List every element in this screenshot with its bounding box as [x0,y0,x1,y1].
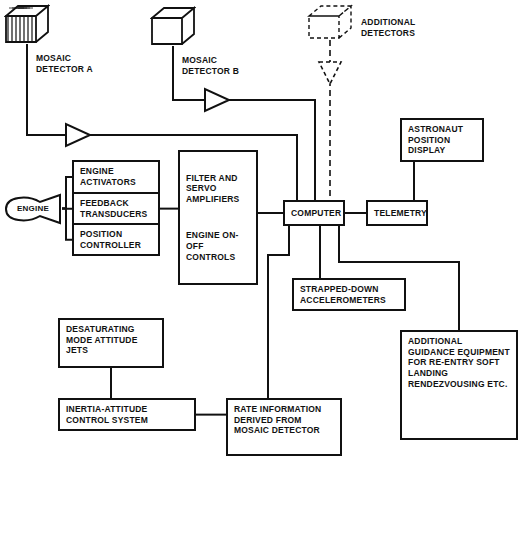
process-box: POSITION CONTROLLER [72,223,160,256]
amplifier-triangle [205,89,229,111]
signal-line [268,226,289,398]
mosaic-hatch [15,17,16,41]
detector-label: ADDITIONAL DETECTORS [359,16,453,39]
box-label: TELEMETRY [374,208,420,219]
signal-line [345,212,366,214]
detector-icon: ADDITIONAL DETECTORS [307,4,353,40]
detector-cube [6,6,48,42]
signal-line [62,177,72,209]
signal-line [110,368,112,398]
process-box: RATE INFORMATION DERIVED FROM MOSAIC DET… [226,398,342,456]
box-label: ASTRONAUT POSITION DISPLAY [408,124,476,156]
box-label: ENGINE [17,204,49,214]
signal-line [413,162,415,200]
process-box: STRAPPED-DOWN ACCELEROMETERS [292,278,406,311]
box-label: POSITION CONTROLLER [80,229,152,250]
engine-shape [6,195,60,223]
box-label: INERTIA-ATTITUDE CONTROL SYSTEM [66,404,188,425]
detector-icon: MOSAIC DETECTOR B [150,6,196,46]
signal-line [319,226,321,278]
signal-line [258,212,283,214]
signal-line [196,414,226,416]
detector-outline [150,6,196,46]
process-box: FEEDBACK TRANSDUCERS [72,192,160,225]
box-label: ENGINE ON-OFF CONTROLS [186,230,250,262]
amplifier-triangle [66,124,90,146]
process-box: DESATURATING MODE ATTITUDE JETS [58,318,164,368]
detector-label: MOSAIC DETECTOR B [180,54,266,77]
box-label: ADDITIONAL GUIDANCE EQUIPMENT FOR RE-ENT… [408,336,510,389]
detector-icon: MOSAIC DETECTOR A [4,4,50,44]
mosaic-hatch [23,17,24,41]
mosaic-hatch [21,8,33,9]
process-box: FILTER AND SERVO AMPLIFIERS ENGINE ON-OFF… [178,150,258,285]
box-label: STRAPPED-DOWN ACCELEROMETERS [300,284,398,305]
detector-cube [152,8,194,44]
mosaic-hatch [19,17,20,41]
process-box: ENGINE ACTIVATORS [72,160,160,194]
box-label: ENGINE ACTIVATORS [80,166,152,187]
detector-outline [307,4,353,40]
mosaic-hatch [11,17,12,41]
process-box: TELEMETRY [366,200,428,226]
box-label: COMPUTER [291,208,337,219]
signal-line [62,209,72,240]
process-box: INERTIA-ATTITUDE CONTROL SYSTEM [58,398,196,431]
computer-box: COMPUTER [283,200,345,226]
box-label: FEEDBACK TRANSDUCERS [80,198,152,219]
mosaic-hatch [7,17,8,41]
box-label: DESATURATING MODE ATTITUDE JETS [66,324,156,356]
display-box: ASTRONAUT POSITION DISPLAY [400,118,484,162]
mosaic-hatch [27,17,28,41]
box-label: FILTER AND SERVO AMPLIFIERS [186,173,250,205]
detector-cube [309,6,351,38]
signal-line [160,208,178,210]
box-label: RATE INFORMATION DERIVED FROM MOSAIC DET… [234,404,334,436]
detector-label: MOSAIC DETECTOR A [34,52,120,75]
process-box: ADDITIONAL GUIDANCE EQUIPMENT FOR RE-ENT… [400,330,518,440]
engine-symbol: ENGINE [4,193,62,225]
mosaic-hatch [31,17,32,41]
detector-outline [4,4,50,44]
amplifier-triangle [319,62,341,84]
